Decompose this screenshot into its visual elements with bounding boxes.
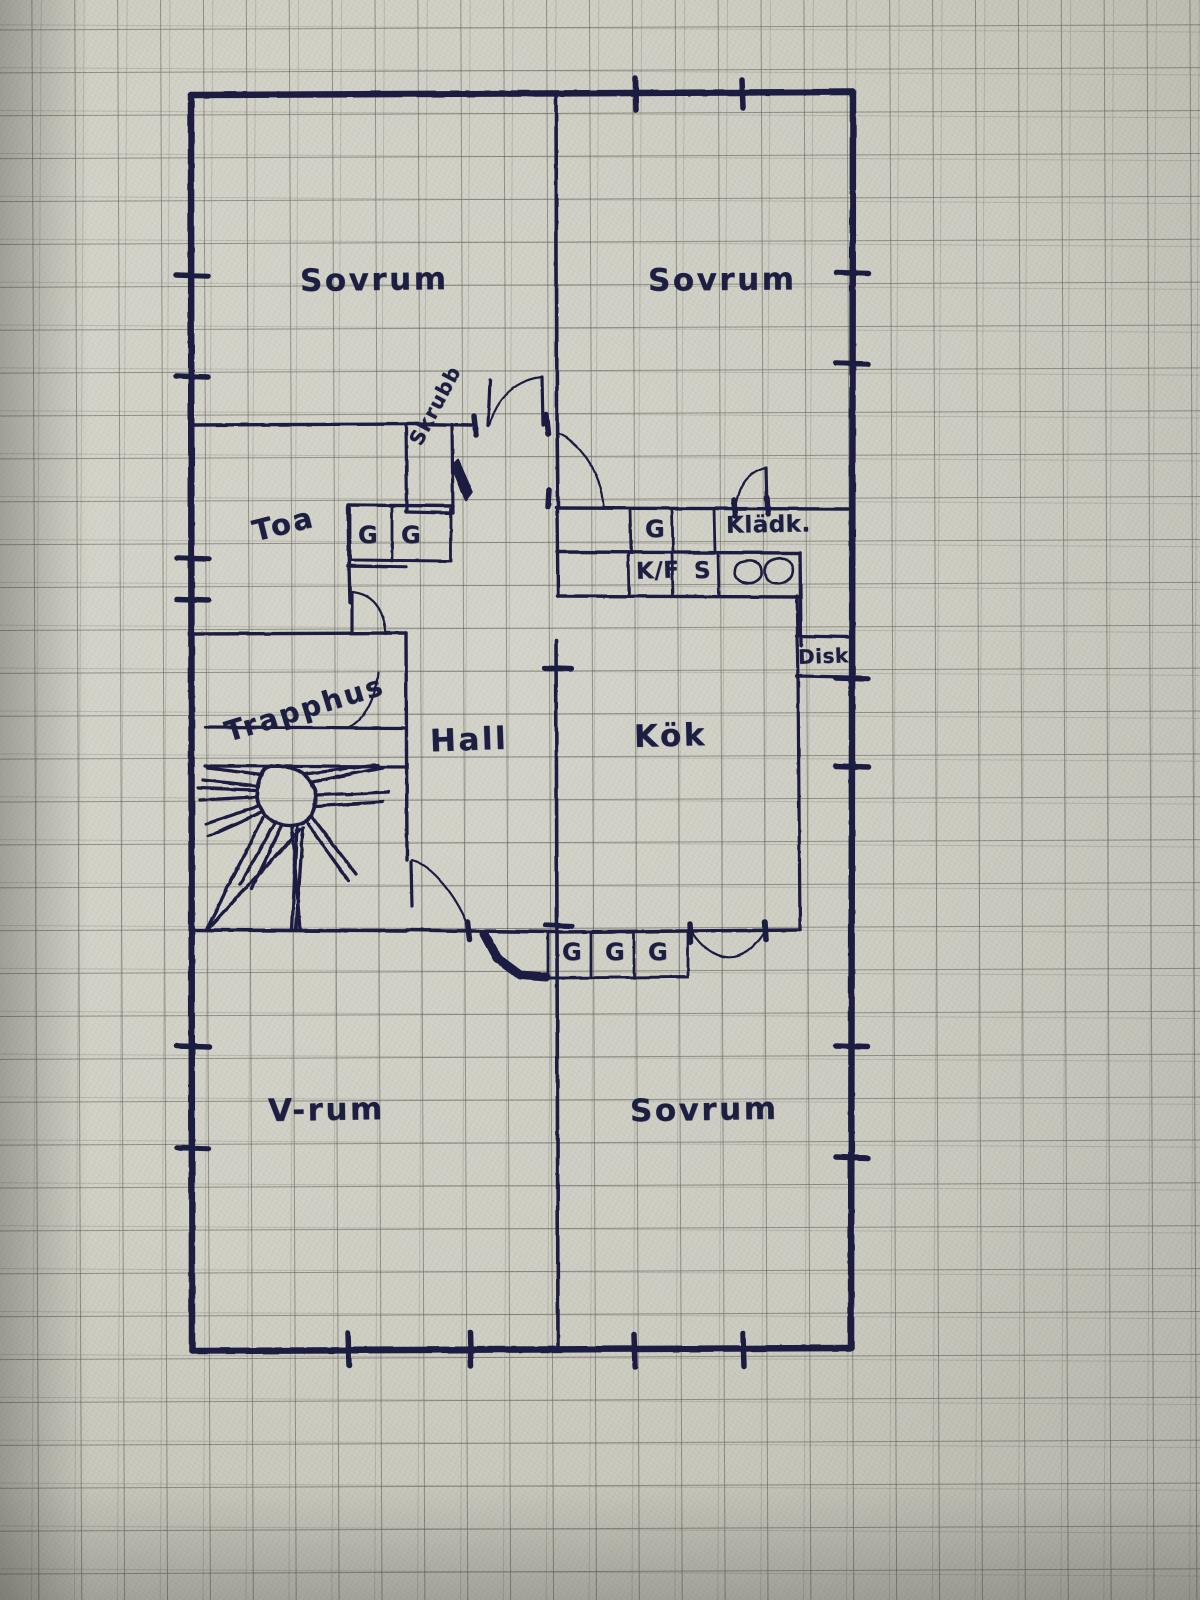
annotation-diskho: S — [693, 557, 712, 585]
room-label-sovrum-bottom: Sovrum — [629, 1090, 779, 1130]
annotation-disk: Disk — [797, 643, 850, 669]
closet-letter-kitchen-1: G — [645, 515, 666, 543]
door-leaves — [350, 375, 769, 908]
disk-box-walls — [795, 634, 851, 679]
closet-letter-toa-1: G — [358, 521, 379, 549]
stove-burner-circles — [733, 556, 795, 586]
kitchen-counter-walls — [554, 506, 850, 648]
lower-divider-wall — [190, 928, 802, 934]
closet-letter-toa-2: G — [401, 521, 422, 549]
room-label-sovrum-top-right: Sovrum — [647, 261, 797, 299]
annotation-kladkammare: Klädk. — [725, 511, 811, 539]
skrubb-door-leaf — [450, 458, 474, 502]
central-wall-nodes — [541, 665, 575, 929]
room-label-hall: Hall — [429, 720, 509, 760]
kitchen-right-wall — [795, 594, 802, 932]
kitchen-lower-cabinets — [626, 551, 721, 598]
closet-letter-hall-3: G — [648, 938, 669, 966]
door-jambs — [465, 412, 771, 945]
room-label-sovrum-top-left: Sovrum — [299, 260, 449, 300]
hall-closet-boxes — [546, 929, 690, 980]
room-label-kok: Kök — [633, 717, 708, 755]
central-vertical-wall — [554, 94, 560, 1348]
toa-walls — [190, 503, 455, 862]
closet-letter-hall-2: G — [605, 938, 626, 966]
kitchen-upper-cabinets — [628, 507, 717, 554]
winder-staircase — [196, 763, 391, 932]
annotation-kyl-frys: K/F — [635, 557, 680, 585]
closet-letter-hall-1: G — [562, 938, 583, 966]
room-label-v-rum: V-rum — [267, 1090, 386, 1130]
upper-divider-wall — [190, 422, 474, 427]
exterior-walls — [187, 88, 857, 1355]
entry-threshold — [479, 929, 551, 982]
toa-closet-boxes — [348, 506, 453, 563]
wall-tick-marks — [173, 75, 871, 1370]
